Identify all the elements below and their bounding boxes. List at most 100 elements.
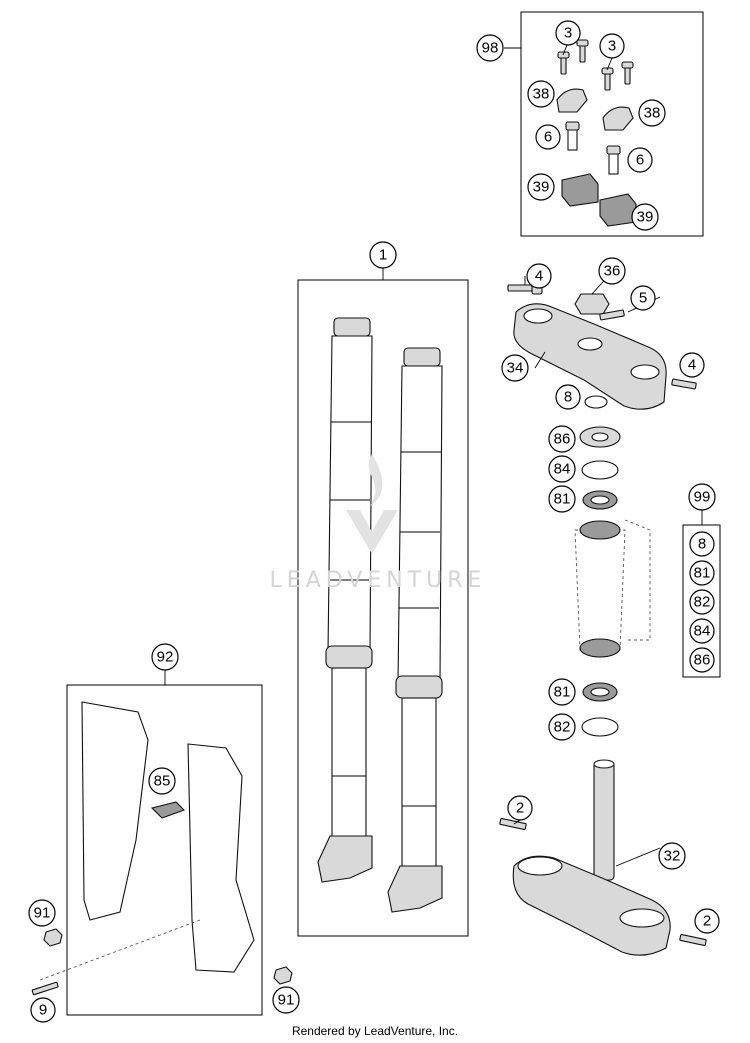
callout-81b: 81 [548, 678, 576, 706]
kit-99-item-8: 8 [689, 531, 715, 557]
upper-triple-clamp-34 [513, 303, 667, 410]
svg-text:8: 8 [564, 389, 572, 406]
callout-39b: 39 [631, 203, 659, 231]
callout-38a: 38 [527, 80, 555, 108]
svg-text:4: 4 [535, 268, 543, 285]
callout-86: 86 [548, 425, 576, 453]
callout-98: 98 [476, 34, 504, 62]
svg-text:2: 2 [516, 800, 524, 817]
callout-81a: 81 [548, 485, 576, 513]
svg-text:36: 36 [604, 263, 621, 280]
callout-1: 1 [369, 241, 397, 269]
kit-98-frame [520, 11, 704, 237]
svg-text:86: 86 [554, 431, 571, 448]
steering-stem-nut-36 [574, 293, 610, 315]
watermark-text: LEADVENTURE [269, 568, 487, 593]
bolt-6-right [606, 145, 621, 175]
handlebar-clamp-upper-left [556, 88, 588, 113]
callout-36: 36 [598, 257, 626, 285]
svg-text:9: 9 [39, 1002, 47, 1019]
bolt-6-left [565, 121, 580, 151]
callout-38b: 38 [638, 99, 666, 127]
svg-text:34: 34 [507, 360, 524, 377]
svg-text:39: 39 [637, 209, 654, 226]
svg-text:91: 91 [278, 992, 295, 1009]
o-ring-8 [584, 395, 608, 409]
fork-leg-right [387, 347, 443, 913]
guard-clamp-85 [150, 801, 185, 819]
callout-82: 82 [548, 713, 576, 741]
bolt-4-side [671, 378, 697, 390]
svg-text:81: 81 [694, 565, 711, 582]
fork-assembly-frame [297, 279, 469, 937]
svg-text:32: 32 [664, 848, 681, 865]
callout-2b: 2 [694, 908, 720, 934]
handlebar-clamp-upper-right [602, 106, 634, 131]
callout-4b: 4 [679, 352, 705, 378]
kit-99-item-86: 86 [689, 647, 715, 673]
bolt-2-upper [499, 817, 527, 831]
callout-2a: 2 [507, 795, 533, 821]
svg-text:1: 1 [379, 247, 387, 264]
svg-text:3: 3 [564, 25, 572, 42]
callout-34: 34 [501, 354, 529, 382]
callout-99: 99 [688, 483, 716, 511]
watermark-logo [346, 454, 398, 554]
callout-6b: 6 [627, 147, 653, 173]
nut-91-right [273, 966, 293, 985]
kit-99-frame [682, 524, 721, 678]
svg-text:39: 39 [533, 179, 550, 196]
callout-32: 32 [658, 842, 686, 870]
bolt-3-pair-right [601, 61, 634, 91]
bolt-9 [31, 981, 59, 996]
svg-text:98: 98 [482, 40, 499, 57]
svg-text:91: 91 [34, 905, 51, 922]
fork-guard-frame [66, 684, 263, 1016]
seal-82 [581, 717, 619, 737]
callout-9: 9 [30, 997, 56, 1023]
fork-leg-left [317, 317, 373, 883]
bolt-2-side [679, 933, 707, 947]
bolt-5 [599, 309, 625, 321]
callout-85: 85 [148, 767, 176, 795]
svg-text:5: 5 [639, 290, 647, 307]
svg-text:81: 81 [554, 491, 571, 508]
svg-text:38: 38 [644, 105, 661, 122]
fork-guard-left [81, 701, 149, 921]
nut-91-left [43, 928, 63, 947]
guard-bolt-path [39, 919, 201, 981]
svg-text:92: 92 [157, 649, 174, 666]
steering-head-dashed [574, 519, 651, 658]
svg-text:4: 4 [688, 357, 696, 374]
svg-text:81: 81 [554, 684, 571, 701]
seal-84 [581, 460, 619, 480]
callout-6a: 6 [535, 124, 561, 150]
steering-stem [593, 761, 615, 881]
footer-credit: Rendered by LeadVenture, Inc. [291, 1024, 459, 1038]
callout-5: 5 [630, 285, 656, 311]
handlebar-clamp-lower-right [599, 193, 637, 227]
svg-text:86: 86 [694, 652, 711, 669]
kit-99-item-84: 84 [689, 618, 715, 644]
svg-text:6: 6 [636, 152, 644, 169]
svg-text:2: 2 [703, 913, 711, 930]
callout-91a: 91 [28, 899, 56, 927]
callout-92: 92 [151, 643, 179, 671]
callout-3b: 3 [599, 33, 625, 59]
callout-39a: 39 [527, 173, 555, 201]
svg-text:38: 38 [533, 86, 550, 103]
fork-guard-right [187, 743, 255, 973]
bolt-3-pair-left [557, 39, 589, 75]
svg-text:84: 84 [554, 461, 571, 478]
kit-99-item-82: 82 [689, 589, 715, 615]
svg-text:84: 84 [694, 623, 711, 640]
svg-text:8: 8 [698, 536, 706, 553]
callout-84: 84 [548, 455, 576, 483]
svg-text:85: 85 [154, 773, 171, 790]
handlebar-clamp-lower-left [561, 173, 599, 207]
lower-triple-clamp-32 [512, 855, 671, 956]
callout-4a: 4 [526, 263, 552, 289]
callout-91b: 91 [272, 986, 300, 1014]
svg-text:82: 82 [554, 719, 571, 736]
